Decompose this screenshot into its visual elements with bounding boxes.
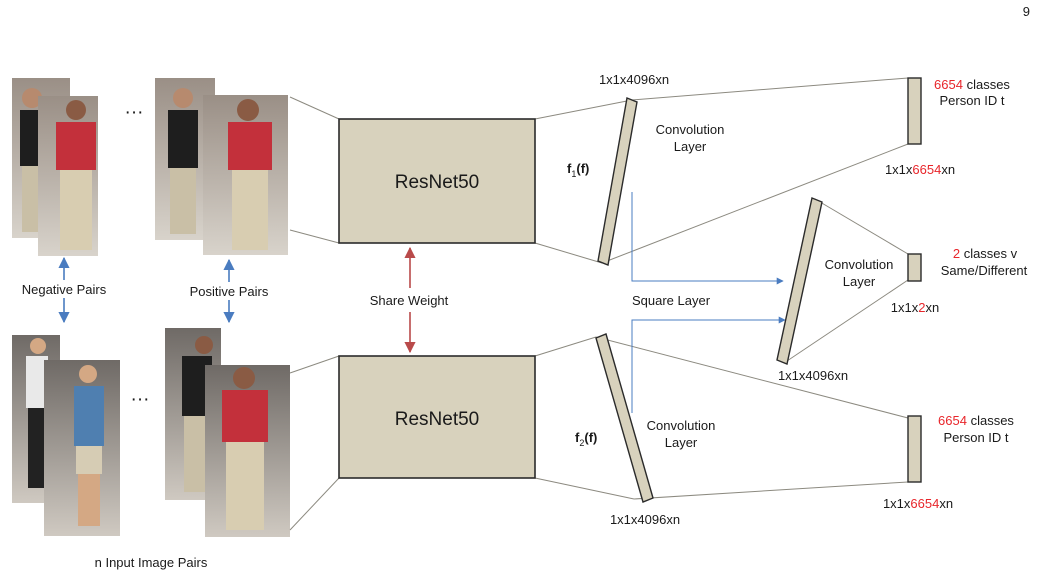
resnet-bottom-block (338, 355, 536, 479)
output-bottom-dim: 1x1x6654xn (883, 496, 953, 511)
conv-layer-mid (776, 197, 823, 365)
top-ellipsis: ··· (125, 102, 144, 123)
resnet-bottom-label: ResNet50 (395, 409, 480, 430)
output-mid-classes: 2 classes v (953, 246, 1018, 261)
negative-pair-bottom-images (12, 335, 120, 536)
output-mid-dim: 1x1x2xn (891, 300, 939, 315)
square-layer-arrow-bottom (631, 316, 786, 413)
output-mid-same-different: Same/Different (941, 263, 1028, 278)
output-bottom-person-id: Person ID t (943, 430, 1008, 445)
positive-pair-bottom-images (165, 328, 290, 537)
bottom-ellipsis: ··· (131, 389, 150, 410)
conv-bottom-label-line2: Layer (665, 435, 698, 450)
f1-label: f1(f) (567, 161, 589, 179)
negative-pair-top-images (12, 78, 98, 256)
output-top-person-id: Person ID t (939, 93, 1004, 108)
negative-pairs-label: Negative Pairs (22, 282, 107, 297)
conv-top-label-line1: Convolution (656, 122, 725, 137)
page-number: 9 (1023, 4, 1030, 19)
conv-mid-label-line1: Convolution (825, 257, 894, 272)
positive-pairs-label: Positive Pairs (190, 284, 269, 299)
resnet-top-label: ResNet50 (395, 172, 480, 193)
resnet-top-block (338, 118, 536, 244)
conv-top-label-line2: Layer (674, 139, 707, 154)
positive-pair-top-images (155, 78, 288, 255)
output-bottom-classes: 6654 classes (938, 413, 1014, 428)
f2-label: f2(f) (575, 430, 597, 448)
feature-layer-top (597, 97, 638, 266)
output-mid-block (907, 253, 922, 282)
share-weight-label: Share Weight (370, 293, 449, 308)
top-feature-dim: 1x1x4096xn (599, 72, 669, 87)
conv-bottom-label-line1: Convolution (647, 418, 716, 433)
output-top-block (907, 77, 922, 145)
output-top-dim: 1x1x6654xn (885, 162, 955, 177)
feature-layer-bottom (595, 333, 654, 503)
output-bottom-block (907, 415, 922, 483)
mid-input-dim: 1x1x4096xn (778, 368, 848, 383)
square-layer-label: Square Layer (632, 293, 711, 308)
output-top-classes: 6654 classes (934, 77, 1010, 92)
square-layer-arrow-top (631, 192, 784, 285)
input-caption: n Input Image Pairs (95, 555, 208, 570)
connector-lines (289, 77, 909, 531)
conv-mid-label-line2: Layer (843, 274, 876, 289)
bottom-feature-dim: 1x1x4096xn (610, 512, 680, 527)
